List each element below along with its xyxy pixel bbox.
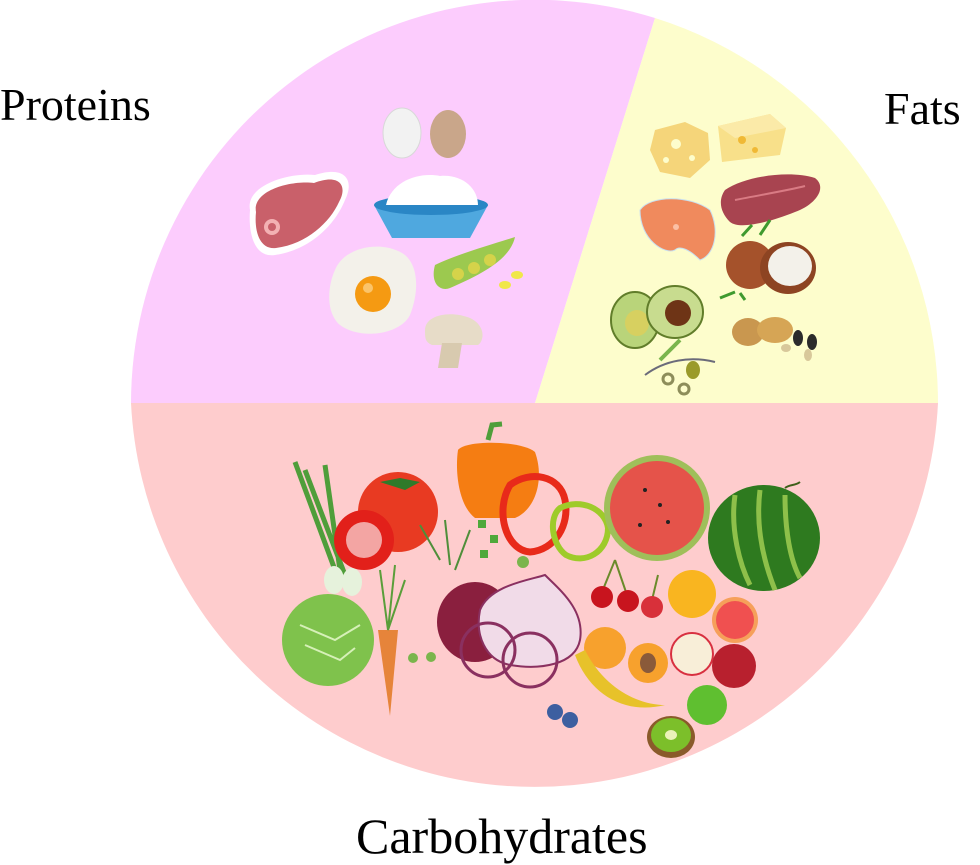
- proteins-label: Proteins: [0, 79, 151, 130]
- kiwi-icon: [647, 716, 695, 758]
- soybeans-icon: [433, 237, 523, 289]
- grapefruit-icon: [712, 597, 758, 643]
- cheese-wedge-icon: [718, 114, 786, 162]
- green-pepper-ring-icon: [549, 501, 612, 562]
- salmon-steak-icon: [639, 198, 716, 261]
- fried-egg-icon: [329, 246, 417, 334]
- cabbage-icon: [282, 594, 374, 686]
- steak-icon: [249, 171, 349, 256]
- onion-rings-icon: [459, 621, 559, 689]
- sliced-tomato-icon: [334, 510, 394, 570]
- green-apple-icon: [687, 685, 727, 725]
- watermelon-slice-icon: [604, 455, 710, 561]
- coconut-icon: [719, 219, 816, 301]
- swiss-cheese-icon: [650, 122, 710, 178]
- mushroom-icon: [425, 314, 483, 368]
- sunflower-seeds-icon: [781, 330, 817, 361]
- red-apple-icon: [712, 644, 756, 688]
- banana-icon: [575, 650, 665, 708]
- carbohydrates-label: Carbohydrates: [356, 808, 648, 864]
- red-meat-icon: [720, 174, 821, 226]
- fats-label: Fats: [884, 83, 961, 134]
- orange-bell-pepper-icon: [456, 421, 539, 518]
- cherries-icon: [591, 559, 663, 618]
- apple-slice-icon: [670, 632, 714, 676]
- cottage-cheese-bowl-icon: [374, 175, 488, 238]
- carrot-icon: [378, 564, 406, 716]
- herbs-icon: [419, 519, 498, 571]
- avocado-icon: [610, 285, 704, 349]
- white-onion-icon: [477, 573, 582, 668]
- walnut-icon: [732, 317, 793, 346]
- orange-icon: [668, 570, 716, 618]
- white-egg-icon: [382, 107, 422, 159]
- peas-icon: [408, 556, 529, 663]
- blueberries-icon: [547, 704, 578, 728]
- olives-icon: [644, 338, 716, 396]
- watermelon-icon: [708, 481, 820, 591]
- brown-egg-icon: [430, 110, 466, 158]
- apricot-icon: [584, 627, 668, 683]
